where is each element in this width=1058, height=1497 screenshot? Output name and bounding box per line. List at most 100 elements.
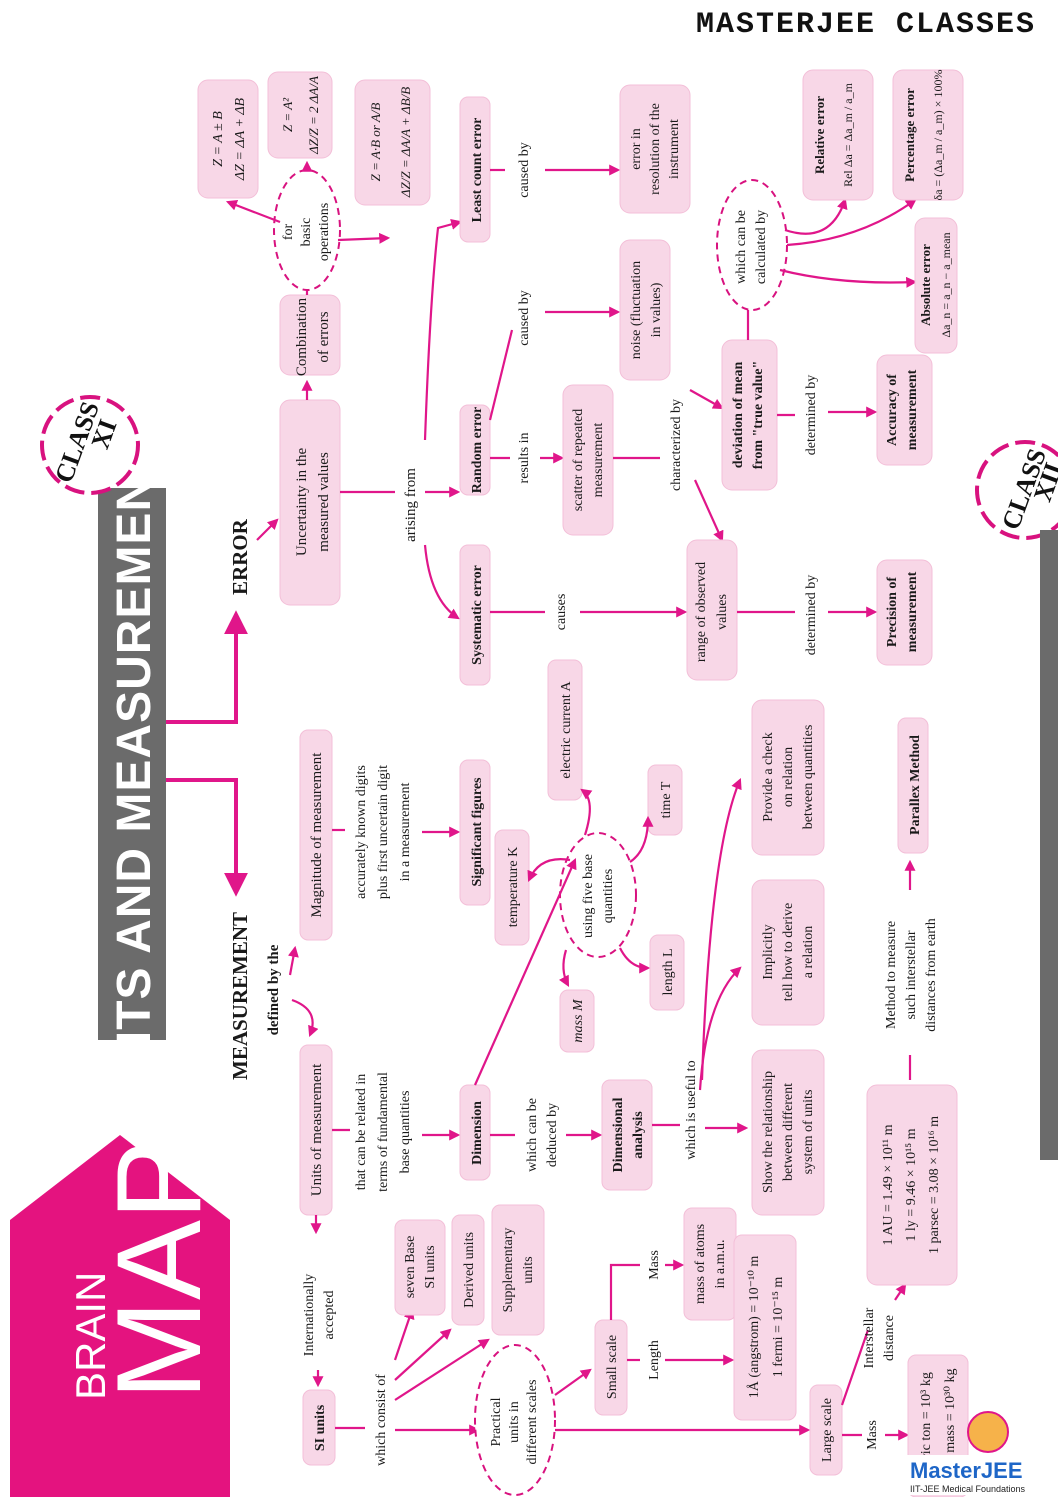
svg-text:ΔZ = ΔA + ΔB: ΔZ = ΔA + ΔB [233,97,248,181]
svg-text:Z = A²: Z = A² [280,97,295,132]
angstrom-node [733,1234,797,1421]
svg-text:SI units: SI units [313,1404,328,1451]
svg-text:values: values [715,594,730,630]
combination-node [279,294,341,376]
basic-ops-ellipse [273,169,341,291]
derived-units-node [451,1214,485,1326]
svg-text:Derived units: Derived units [462,1232,477,1308]
svg-text:Random error: Random error [470,407,485,493]
svg-text:such interstellar: such interstellar [904,930,919,1019]
svg-text:units: units [521,1256,536,1283]
formula-power-node [267,71,333,159]
svg-text:terms of fundamental: terms of fundamental [376,1072,391,1192]
svg-text:which can be: which can be [734,210,749,284]
svg-text:Uncertainty in the: Uncertainty in the [294,448,310,557]
trunk-to-measurement [166,778,248,897]
svg-text:different scales: different scales [525,1380,540,1465]
svg-text:of errors: of errors [316,311,332,362]
uncertainty-node [279,399,341,606]
provide-check-node [751,699,825,856]
svg-text:determined by: determined by [804,575,819,655]
atoms-amu-node [683,1207,737,1321]
time-node [647,764,683,836]
supplementary-node [491,1204,545,1336]
svg-text:measured values: measured values [316,452,332,552]
brain-label: BRAIN [67,1272,114,1400]
svg-text:Length: Length [647,1340,662,1380]
parallax-node [897,717,929,854]
svg-text:which is useful to: which is useful to [684,1060,699,1159]
svg-text:Systematic error: Systematic error [470,565,485,665]
svg-text:noise (fluctuation: noise (fluctuation [629,261,644,359]
svg-text:error in: error in [629,128,644,170]
trunk-to-error [166,610,248,724]
svg-text:1 AU = 1.49 × 10¹¹ m: 1 AU = 1.49 × 10¹¹ m [881,1124,896,1245]
svg-text:seven Base: seven Base [403,1236,418,1299]
svg-text:1Å (angstrom) = 10⁻¹⁰ m: 1Å (angstrom) = 10⁻¹⁰ m [746,1256,762,1399]
svg-text:time T: time T [659,781,674,818]
svg-text:resolution of the: resolution of the [648,103,663,195]
svg-text:in values): in values) [649,282,664,337]
svg-text:Magnitude of measurement: Magnitude of measurement [309,752,325,918]
svg-text:plus first uncertain digit: plus first uncertain digit [376,765,391,899]
title-bar [98,488,166,1040]
svg-text:tell how to derive: tell how to derive [781,903,796,1001]
svg-text:on relation: on relation [781,747,796,807]
relative-error-node [802,69,874,201]
svg-text:Small scale: Small scale [605,1335,620,1399]
formula-sum-node [197,79,259,199]
svg-text:IIT-JEE Medical Foundations: IIT-JEE Medical Foundations [910,1484,1026,1494]
svg-text:which can be: which can be [525,1098,540,1172]
svg-text:instrument: instrument [667,119,682,179]
svg-text:distances from earth: distances from earth [924,918,939,1032]
large-scale-node [809,1384,843,1476]
masterjee-logo: MasterJEE IIT-JEE Medical Foundations [905,1411,1055,1495]
svg-text:a relation: a relation [801,926,816,978]
svg-text:distance: distance [882,1315,897,1361]
svg-text:quantities: quantities [601,869,616,923]
svg-text:in a measurement: in a measurement [398,783,413,882]
show-relationship-node [751,1049,825,1216]
svg-text:caused by: caused by [517,290,532,346]
svg-text:Percentage error: Percentage error [902,88,917,182]
svg-text:Internationally: Internationally [302,1274,317,1356]
svg-text:between different: between different [781,1083,796,1181]
svg-text:mass M: mass M [571,998,586,1043]
svg-text:Absolute error: Absolute error [918,244,933,326]
precision-node [876,559,933,666]
magnitude-node [299,729,333,941]
svg-text:determined by: determined by [804,375,819,455]
map-label: MAP [92,1140,226,1400]
calculated-by-ellipse [716,179,788,311]
svg-text:from "true value": from "true value" [751,361,766,470]
svg-text:solar mass = 10³⁰ kg: solar mass = 10³⁰ kg [943,1369,958,1484]
svg-text:units in: units in [507,1401,522,1443]
svg-text:mass of atoms: mass of atoms [693,1224,708,1304]
svg-text:Relative error: Relative error [812,96,827,174]
mass-m-node [559,989,595,1053]
svg-text:Z = A ± B: Z = A ± B [211,111,226,167]
svg-text:using five base: using five base [581,854,596,938]
astro-node [866,1084,958,1286]
percentage-error-node [892,69,964,201]
svg-text:Dimension: Dimension [470,1101,485,1165]
svg-text:between quantities: between quantities [801,725,816,830]
seven-base-node [394,1219,446,1316]
svg-text:ΔZ/Z = ΔA/A + ΔB/B: ΔZ/Z = ΔA/A + ΔB/B [398,87,413,198]
svg-text:temperature K: temperature K [506,847,521,927]
measurement-branch-label: MEASUREMENT [228,912,252,1080]
implicitly-node [751,879,825,1026]
svg-text:caused by: caused by [517,142,532,198]
svg-text:Accuracy of: Accuracy of [885,374,900,446]
error-branch-label: ERROR [228,518,252,595]
header-title: MASTERJEE CLASSES [695,8,1036,42]
range-node [686,539,738,681]
svg-text:Parallex Method: Parallex Method [908,735,923,835]
scatter-node [562,384,614,536]
svg-text:1 fermi = 10⁻¹⁵ m: 1 fermi = 10⁻¹⁵ m [771,1277,786,1378]
resolution-node [619,84,691,214]
electric-current-node [547,659,583,801]
brain-map-banner [10,1135,230,1497]
class-xii-badge: CLASS XII [975,440,1058,540]
svg-text:Significant figures: Significant figures [470,777,485,887]
